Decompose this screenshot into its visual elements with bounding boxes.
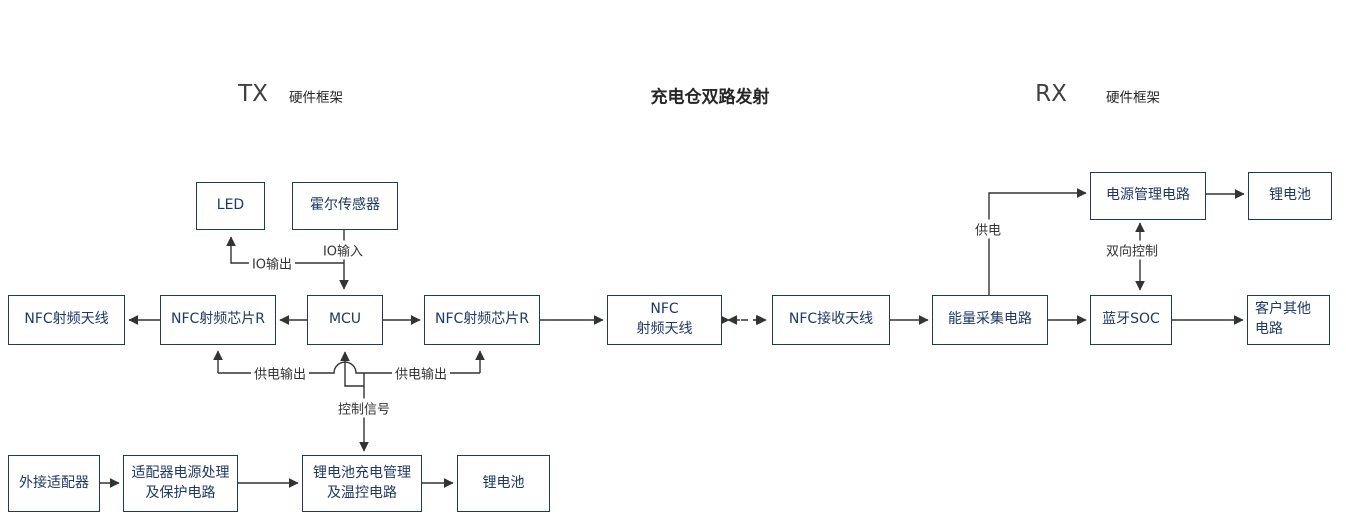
node-nfc-receive-antenna: NFC接收天线 [772, 295, 890, 345]
node-ext-adapter-label: 外接适配器 [19, 474, 89, 491]
node-charge-mgmt: 锂电池充电管理 及温控电路 [302, 455, 422, 512]
node-mcu: MCU [307, 295, 383, 345]
node-nfc-rf-chip-left: NFC射频芯片R [160, 295, 276, 345]
node-adapter-power-line1: 适配器电源处理 [131, 464, 230, 481]
node-nfc-rf-antenna-mid-line1: NFC [650, 301, 679, 318]
node-adapter-power: 适配器电源处理 及保护电路 [123, 455, 238, 512]
diagram-title: 充电仓双路发射 [650, 87, 770, 108]
wire-energy-to-powermgmt [988, 188, 1087, 295]
node-ext-adapter: 外接适配器 [8, 455, 100, 512]
rx-section-label: RX [1035, 81, 1067, 107]
tx-section-label: TX [238, 81, 268, 107]
node-energy-harvest-label: 能量采集电路 [948, 311, 1032, 328]
node-li-battery-tx-label: 锂电池 [482, 474, 525, 491]
wire-label-control-signal: 控制信号 [334, 398, 394, 418]
node-power-mgmt-label: 电源管理电路 [1106, 187, 1190, 204]
node-nfc-rf-antenna-mid-line2: 射频天线 [636, 321, 693, 337]
node-led: LED [196, 182, 265, 230]
node-mcu-label: MCU [328, 311, 362, 328]
node-hall-sensor: 霍尔传感器 [292, 182, 398, 230]
node-bluetooth-soc: 蓝牙SOC [1090, 295, 1172, 345]
node-nfc-rf-antenna-mid: NFC 射频天线 [607, 295, 722, 345]
wire-label-power-out-left: 供电输出 [250, 363, 310, 383]
node-energy-harvest: 能量采集电路 [932, 295, 1048, 345]
node-hall-sensor-label: 霍尔传感器 [310, 197, 380, 214]
rx-section-sublabel: 硬件框架 [1106, 90, 1160, 106]
tx-section-sublabel: 硬件框架 [289, 90, 343, 106]
node-nfc-rf-chip-right: NFC射频芯片R [424, 295, 540, 345]
node-adapter-power-line2: 及保护电路 [145, 484, 216, 501]
node-customer-other-line1: 客户其他 [1255, 301, 1311, 318]
wire-label-supply: 供电 [971, 219, 1005, 239]
node-customer-other-line2: 电路 [1255, 321, 1283, 337]
node-li-battery-rx: 锂电池 [1248, 172, 1332, 220]
node-nfc-rf-antenna-tx: NFC射频天线 [8, 295, 125, 345]
node-nfc-rf-antenna-tx-label: NFC射频天线 [24, 311, 109, 328]
wire-label-io-output: IO输出 [248, 253, 296, 273]
wire-io-output-to-led [226, 236, 344, 264]
wire-label-bidir-control: 双向控制 [1102, 240, 1162, 260]
node-led-label: LED [216, 197, 245, 214]
node-li-battery-rx-label: 锂电池 [1269, 187, 1311, 204]
node-customer-other: 客户其他 电路 [1247, 295, 1330, 345]
node-nfc-rf-chip-right-label: NFC射频芯片R [434, 311, 530, 328]
node-charge-mgmt-line2: 及温控电路 [327, 484, 397, 501]
node-bluetooth-soc-label: 蓝牙SOC [1102, 311, 1160, 328]
node-power-mgmt: 电源管理电路 [1090, 172, 1206, 220]
node-nfc-rf-chip-left-label: NFC射频芯片R [170, 311, 266, 328]
node-nfc-receive-antenna-label: NFC接收天线 [788, 311, 874, 328]
node-li-battery-tx: 锂电池 [457, 455, 550, 512]
node-charge-mgmt-line1: 锂电池充电管理 [313, 464, 411, 481]
wire-label-io-input: IO输入 [319, 240, 367, 260]
wire-label-power-out-right: 供电输出 [391, 363, 451, 383]
wire-junction-to-mcu [340, 351, 364, 387]
